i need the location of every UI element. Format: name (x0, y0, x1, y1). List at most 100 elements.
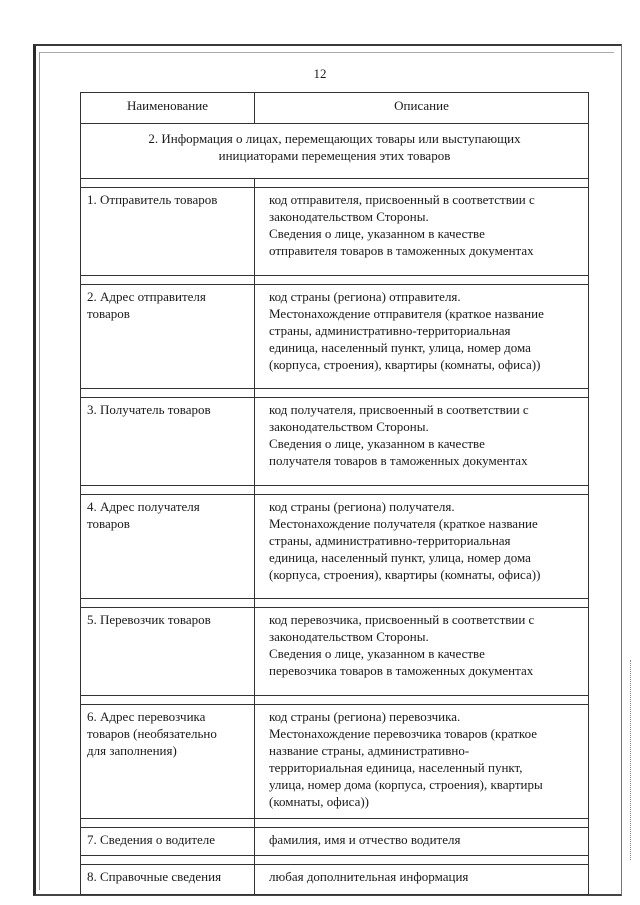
field-name-line: 2. Адрес отправителя (87, 289, 206, 304)
field-description-line: код страны (региона) перевозчика. (269, 709, 461, 724)
spacer-cell (254, 695, 589, 705)
field-name-line: 8. Справочные сведения (87, 869, 222, 884)
section-title-row: 2. Информация о лицах, перемещающих това… (80, 123, 589, 179)
row-spacer (80, 388, 589, 398)
field-name-line: 3. Получатель товаров (87, 402, 211, 417)
field-name-line: 1. Отправитель товаров (87, 192, 218, 207)
field-description-line: единица, населенный пункт, улица, номер … (269, 340, 531, 355)
table-row: 8. Справочные сведения любая дополнительн… (80, 864, 589, 895)
field-description-line: законодательством Стороны. (269, 419, 429, 434)
field-description-line: (корпуса, строения), квартиры (комнаты, … (269, 357, 541, 372)
field-description-line: страны, административно-территориальная (269, 533, 511, 548)
row-spacer (80, 178, 589, 188)
row-spacer (80, 275, 589, 285)
section-title-line: 2. Информация о лицах, перемещающих това… (148, 131, 521, 146)
field-description-line: код получателя, присвоенный в соответств… (269, 402, 529, 417)
spacer-cell (254, 178, 589, 188)
field-description-line: Местонахождение отправителя (краткое наз… (269, 306, 544, 321)
field-description-line: фамилия, имя и отчество водителя (269, 832, 461, 847)
field-name-cell: 2. Адрес отправителя товаров (80, 284, 255, 389)
field-description-cell: код страны (региона) получателя. Местонах… (254, 494, 589, 599)
goods-info-table: Наименование Описание 2. Информация о ли… (80, 92, 589, 895)
field-description-cell: код страны (региона) перевозчика. Местона… (254, 704, 589, 819)
header-description: Описание (254, 92, 589, 124)
field-description-cell: фамилия, имя и отчество водителя (254, 827, 589, 856)
field-name-cell: 5. Перевозчик товаров (80, 607, 255, 696)
field-description-line: Местонахождение перевозчика товаров (кра… (269, 726, 538, 741)
spacer-cell (254, 818, 589, 828)
field-name-cell: 8. Справочные сведения (80, 864, 255, 895)
field-name-line: 5. Перевозчик товаров (87, 612, 211, 627)
field-name-line: товаров (87, 516, 130, 531)
field-name-line: для заполнения) (87, 743, 177, 758)
field-name-cell: 3. Получатель товаров (80, 397, 255, 486)
row-spacer (80, 695, 589, 705)
page-number: 12 (313, 66, 327, 81)
field-name-line: 7. Сведения о водителе (87, 832, 216, 847)
header-name: Наименование (80, 92, 255, 124)
spacer-cell (254, 388, 589, 398)
table-row: 5. Перевозчик товаров код перевозчика, пр… (80, 607, 589, 696)
field-description-line: получателя товаров в таможенных документ… (269, 453, 528, 468)
spacer-cell (254, 855, 589, 865)
field-description-cell: код получателя, присвоенный в соответств… (254, 397, 589, 486)
field-description-cell: любая дополнительная информация (254, 864, 589, 895)
field-description-line: Сведения о лице, указанном в качестве (269, 646, 485, 661)
field-description-cell: код перевозчика, присвоенный в соответст… (254, 607, 589, 696)
field-description-line: законодательством Стороны. (269, 629, 429, 644)
table-row: 2. Адрес отправителя товаров код страны (р… (80, 284, 589, 389)
field-name-cell: 4. Адрес получателя товаров (80, 494, 255, 599)
field-description-line: улица, номер дома (корпуса, строения), к… (269, 777, 543, 792)
field-name-cell: 7. Сведения о водителе (80, 827, 255, 856)
spacer-cell (254, 598, 589, 608)
row-spacer (80, 598, 589, 608)
field-description-line: любая дополнительная информация (269, 869, 469, 884)
field-name-line: товаров (87, 306, 130, 321)
table-row: 1. Отправитель товаров код отправителя, п… (80, 187, 589, 276)
section-title: 2. Информация о лицах, перемещающих това… (80, 123, 589, 179)
table-row: 7. Сведения о водителе фамилия, имя и отч… (80, 827, 589, 856)
field-description-line: Местонахождение получателя (краткое назв… (269, 516, 538, 531)
table-row: 4. Адрес получателя товаров код страны (ре… (80, 494, 589, 599)
field-description-cell: код страны (региона) отправителя. Местона… (254, 284, 589, 389)
spacer-cell (80, 818, 255, 828)
spacer-cell (80, 485, 255, 495)
section-title-line: инициаторами перемещения этих товаров (218, 148, 451, 163)
field-name-cell: 1. Отправитель товаров (80, 187, 255, 276)
row-spacer (80, 485, 589, 495)
field-name-cell: 6. Адрес перевозчика товаров (необязатель… (80, 704, 255, 819)
field-name-line: 4. Адрес получателя (87, 499, 200, 514)
spacer-cell (80, 275, 255, 285)
field-description-line: законодательством Стороны. (269, 209, 429, 224)
table-header-row: Наименование Описание (80, 92, 589, 124)
field-description-line: отправителя товаров в таможенных докумен… (269, 243, 534, 258)
field-description-line: перевозчика товаров в таможенных докумен… (269, 663, 534, 678)
page-inner-border (39, 52, 614, 890)
field-description-line: территориальная единица, населенный пунк… (269, 760, 523, 775)
spacer-cell (254, 485, 589, 495)
spacer-cell (80, 855, 255, 865)
table-row: 3. Получатель товаров код получателя, при… (80, 397, 589, 486)
field-description-line: страны, административно-территориальная (269, 323, 511, 338)
row-spacer (80, 818, 589, 828)
row-spacer (80, 855, 589, 865)
spacer-cell (80, 598, 255, 608)
field-description-line: название страны, административно- (269, 743, 470, 758)
field-description-line: (корпуса, строения), квартиры (комнаты, … (269, 567, 541, 582)
spacer-cell (80, 178, 255, 188)
field-description-line: код перевозчика, присвоенный в соответст… (269, 612, 535, 627)
field-description-line: код страны (региона) отправителя. (269, 289, 461, 304)
field-description-line: Сведения о лице, указанном в качестве (269, 226, 485, 241)
scan-edge-mark (630, 660, 634, 860)
field-name-line: 6. Адрес перевозчика (87, 709, 206, 724)
table-row: 6. Адрес перевозчика товаров (необязатель… (80, 704, 589, 819)
field-description-cell: код отправителя, присвоенный в соответст… (254, 187, 589, 276)
field-name-line: товаров (необязательно (87, 726, 217, 741)
field-description-line: код отправителя, присвоенный в соответст… (269, 192, 535, 207)
field-description-line: единица, населенный пункт, улица, номер … (269, 550, 531, 565)
field-description-line: код страны (региона) получателя. (269, 499, 455, 514)
page-border (33, 44, 622, 896)
spacer-cell (80, 695, 255, 705)
field-description-line: (комнаты, офиса)) (269, 794, 370, 809)
spacer-cell (80, 388, 255, 398)
